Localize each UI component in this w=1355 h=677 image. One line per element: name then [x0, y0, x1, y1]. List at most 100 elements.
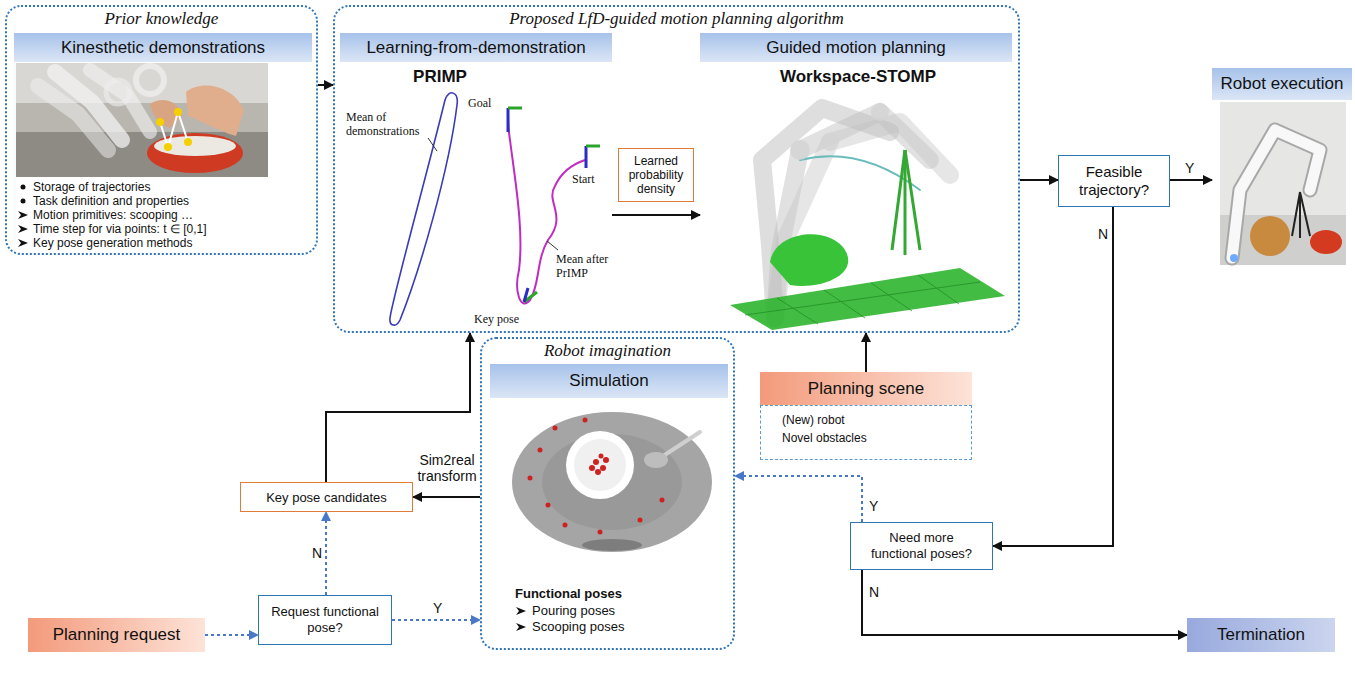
- arrow-connector: [318, 84, 333, 86]
- stomp-render-part-part: [821, 133, 839, 151]
- simulation-render-part-part: [660, 498, 665, 503]
- edge-label: Y: [432, 600, 443, 616]
- demo-photo-part: [150, 100, 182, 128]
- list-bullets-part: [18, 239, 28, 247]
- simulation-render-part-part: [599, 454, 604, 459]
- robot-photo-part-part: [1292, 192, 1300, 236]
- node-text: Termination: [1217, 625, 1305, 645]
- image-panel: Learning-from-demonstrationPRIMP: [340, 33, 612, 330]
- simulation-render-part: [512, 412, 712, 552]
- list-bullets-part: [18, 211, 28, 219]
- node-text: Scooping poses: [532, 619, 625, 635]
- dotted-container: SimulationRobot imaginationFunctional po…: [480, 337, 735, 650]
- node-text: Novel obstacles: [782, 431, 867, 445]
- primp-plot-part: [586, 145, 600, 148]
- simulation-render-part-part: [563, 523, 568, 528]
- robot-photo-part: [1232, 130, 1320, 258]
- dotted-container: Kinesthetic demonstrationsPrior knowledg…: [5, 5, 318, 255]
- demo-photo-part-part: [160, 112, 188, 147]
- node-text: Key pose generation methods: [33, 236, 192, 250]
- list-bullets-part: [21, 199, 26, 204]
- node-text: Learning-from-demonstration: [340, 33, 612, 62]
- image-panel: Robot execution: [1212, 68, 1352, 268]
- node-text: Prior knowledge: [5, 9, 318, 29]
- demo-photo-part: [160, 112, 188, 147]
- simulation-render-part: [582, 539, 642, 551]
- primp-plot-part: [585, 146, 588, 168]
- stomp-render: [730, 103, 1005, 330]
- node-text: (New) robot: [782, 413, 845, 427]
- arrow-connector: [325, 512, 327, 595]
- node-text: Planning request: [53, 625, 181, 645]
- edge-label: N: [868, 584, 880, 600]
- arrow-connector: [735, 476, 862, 522]
- arrow-connector: [612, 214, 700, 216]
- stomp-render-part-part: [777, 298, 818, 324]
- header-band: Simulation: [490, 364, 728, 398]
- simulation-render-part-part: [593, 459, 599, 465]
- list-bullets: [18, 185, 775, 632]
- demo-photo-part: [156, 108, 192, 151]
- simulation-render: [512, 412, 712, 552]
- node-text: Guided motion planning: [700, 33, 1012, 62]
- image-panel: Guided motion planningWorkspace-STOMP: [700, 33, 1012, 330]
- primp-plot-part: [524, 288, 528, 302]
- orange-box: Key pose candidates: [240, 482, 413, 512]
- node-text: Learned probability density: [622, 154, 690, 196]
- primp-plot-part: [508, 107, 522, 110]
- demo-photo-part: [16, 63, 268, 177]
- node-text: PRIMP: [380, 67, 500, 87]
- edge-label: N: [311, 545, 323, 561]
- demo-photo: [16, 63, 268, 177]
- node-text: Robot execution: [1212, 68, 1352, 100]
- arrow-connector: [413, 496, 480, 498]
- demo-photo-part-part: [156, 118, 164, 126]
- decision-box: Request functional pose?: [258, 595, 392, 645]
- edge-label: Sim2real transform: [416, 452, 478, 484]
- node-text: Planning scene: [808, 379, 924, 399]
- demo-photo-part-part: [184, 138, 192, 146]
- simulation-render-part-part: [583, 418, 588, 423]
- primp-plot-part: [428, 138, 437, 151]
- robot-photo-part: [1230, 254, 1238, 262]
- stomp-render-part-part: [905, 150, 920, 250]
- edge-label: Y: [868, 498, 879, 514]
- demo-photo-part-part: [174, 108, 182, 116]
- demo-photo-part-part: [136, 66, 164, 94]
- list-bullets-part: [21, 185, 26, 190]
- stomp-render-part: [790, 103, 889, 160]
- simulation-render-part-part: [595, 469, 601, 475]
- simulation-render-part-part: [528, 476, 533, 481]
- arrow-connector: [993, 207, 1113, 546]
- arrow-connector: [865, 333, 867, 372]
- node-text: Robot imagination: [480, 341, 735, 361]
- list-bullets-part: [18, 225, 28, 233]
- plot-label: Start: [572, 172, 595, 186]
- stomp-render-part-part: [892, 150, 905, 250]
- node-text: Pouring poses: [532, 603, 615, 619]
- simulation-render-part: [574, 439, 626, 491]
- arrow-connector: [205, 634, 258, 636]
- simulation-render-part-part: [589, 465, 595, 471]
- edge-label: Y: [1184, 160, 1195, 176]
- plot-label: Key pose: [474, 312, 519, 326]
- stomp-render-part-part: [790, 140, 810, 160]
- input-band: Planning request: [28, 618, 205, 652]
- simulation-render-part: [644, 452, 668, 468]
- stomp-render-part: [745, 275, 980, 324]
- node-text: Proposed LfD-guided motion planning algo…: [333, 9, 1020, 29]
- node-text: Key pose candidates: [266, 490, 387, 505]
- stomp-render-part-part: [745, 282, 980, 315]
- stomp-render-part: [730, 268, 1005, 330]
- simulation-render-part-part: [603, 457, 609, 463]
- stomp-render-part-part: [824, 290, 865, 318]
- primp-plot-part: [547, 241, 558, 250]
- node-text: Request functional pose?: [271, 604, 379, 636]
- decision-box: Need more functional poses?: [850, 522, 993, 570]
- stomp-render-part-part: [871, 283, 912, 311]
- demo-photo-part: [147, 133, 243, 173]
- node-text: Motion primitives: scooping …: [33, 208, 193, 222]
- list-bullets-part: [516, 607, 526, 615]
- primp-plot: [390, 93, 600, 325]
